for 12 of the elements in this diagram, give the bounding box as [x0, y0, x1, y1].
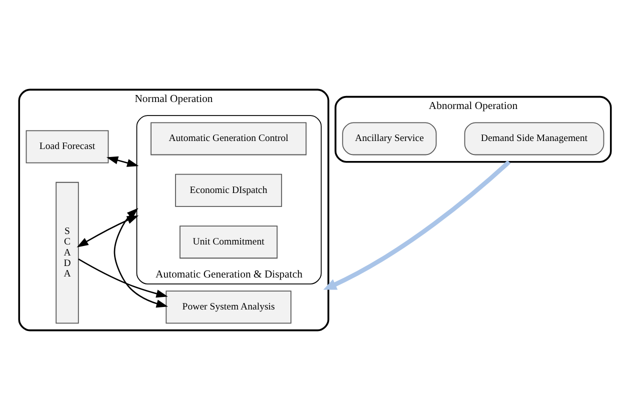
node-box: Ancillary Service [342, 122, 437, 155]
node-box: Unit Commitment [180, 225, 278, 258]
arrow [78, 258, 168, 298]
arrow [114, 207, 168, 308]
arrow [106, 156, 139, 166]
node-box: Automatic Generation Control [150, 122, 307, 155]
node-box: Economic DIspatch [175, 173, 282, 206]
node-box: Load Forecast [26, 130, 109, 163]
node-box: SCADA [56, 181, 79, 324]
arrow [323, 160, 511, 290]
node-box: Power System Analysis [166, 290, 292, 324]
node-box: Demand Side Management [464, 122, 604, 155]
